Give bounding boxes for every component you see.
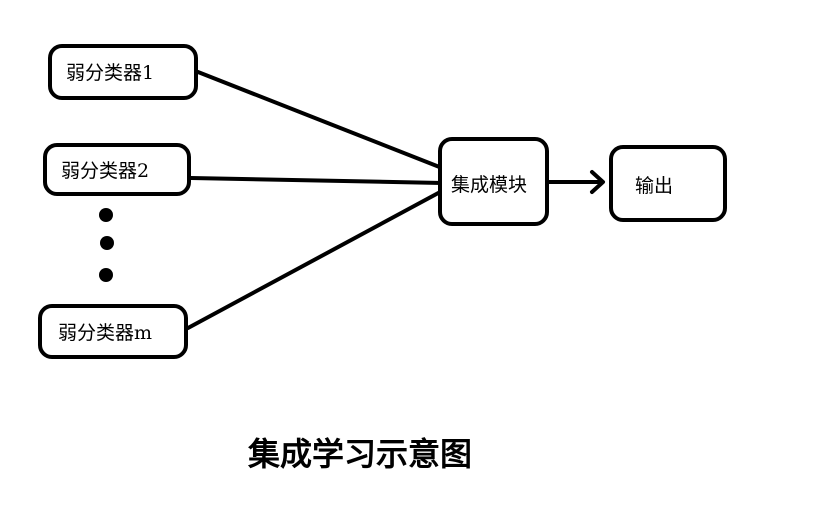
- output-box: 输出: [609, 145, 727, 222]
- output-label: 输出: [635, 175, 674, 197]
- ellipsis-dot: [100, 236, 114, 250]
- ensemble-module-box: 集成模块: [438, 137, 549, 226]
- link-classifier1-ensemble: [196, 70, 444, 170]
- weak-classifier-1-box: 弱分类器1: [48, 44, 198, 100]
- diagram-caption: 集成学习示意图: [248, 435, 473, 473]
- weak-classifier-2-box: 弱分类器2: [43, 143, 191, 196]
- weak-classifier-m-label: 弱分类器m: [58, 322, 153, 344]
- ensemble-module-label: 集成模块: [451, 174, 528, 196]
- weak-classifier-1-label: 弱分类器1: [66, 62, 155, 84]
- arrow-ensemble-output-head: [590, 170, 605, 194]
- weak-classifier-m-box: 弱分类器m: [38, 304, 188, 359]
- ellipsis-dot: [99, 208, 113, 222]
- weak-classifier-2-label: 弱分类器2: [61, 160, 150, 182]
- link-classifierm-ensemble: [186, 189, 444, 330]
- link-classifier2-ensemble: [189, 176, 444, 185]
- ellipsis-dot: [99, 268, 113, 282]
